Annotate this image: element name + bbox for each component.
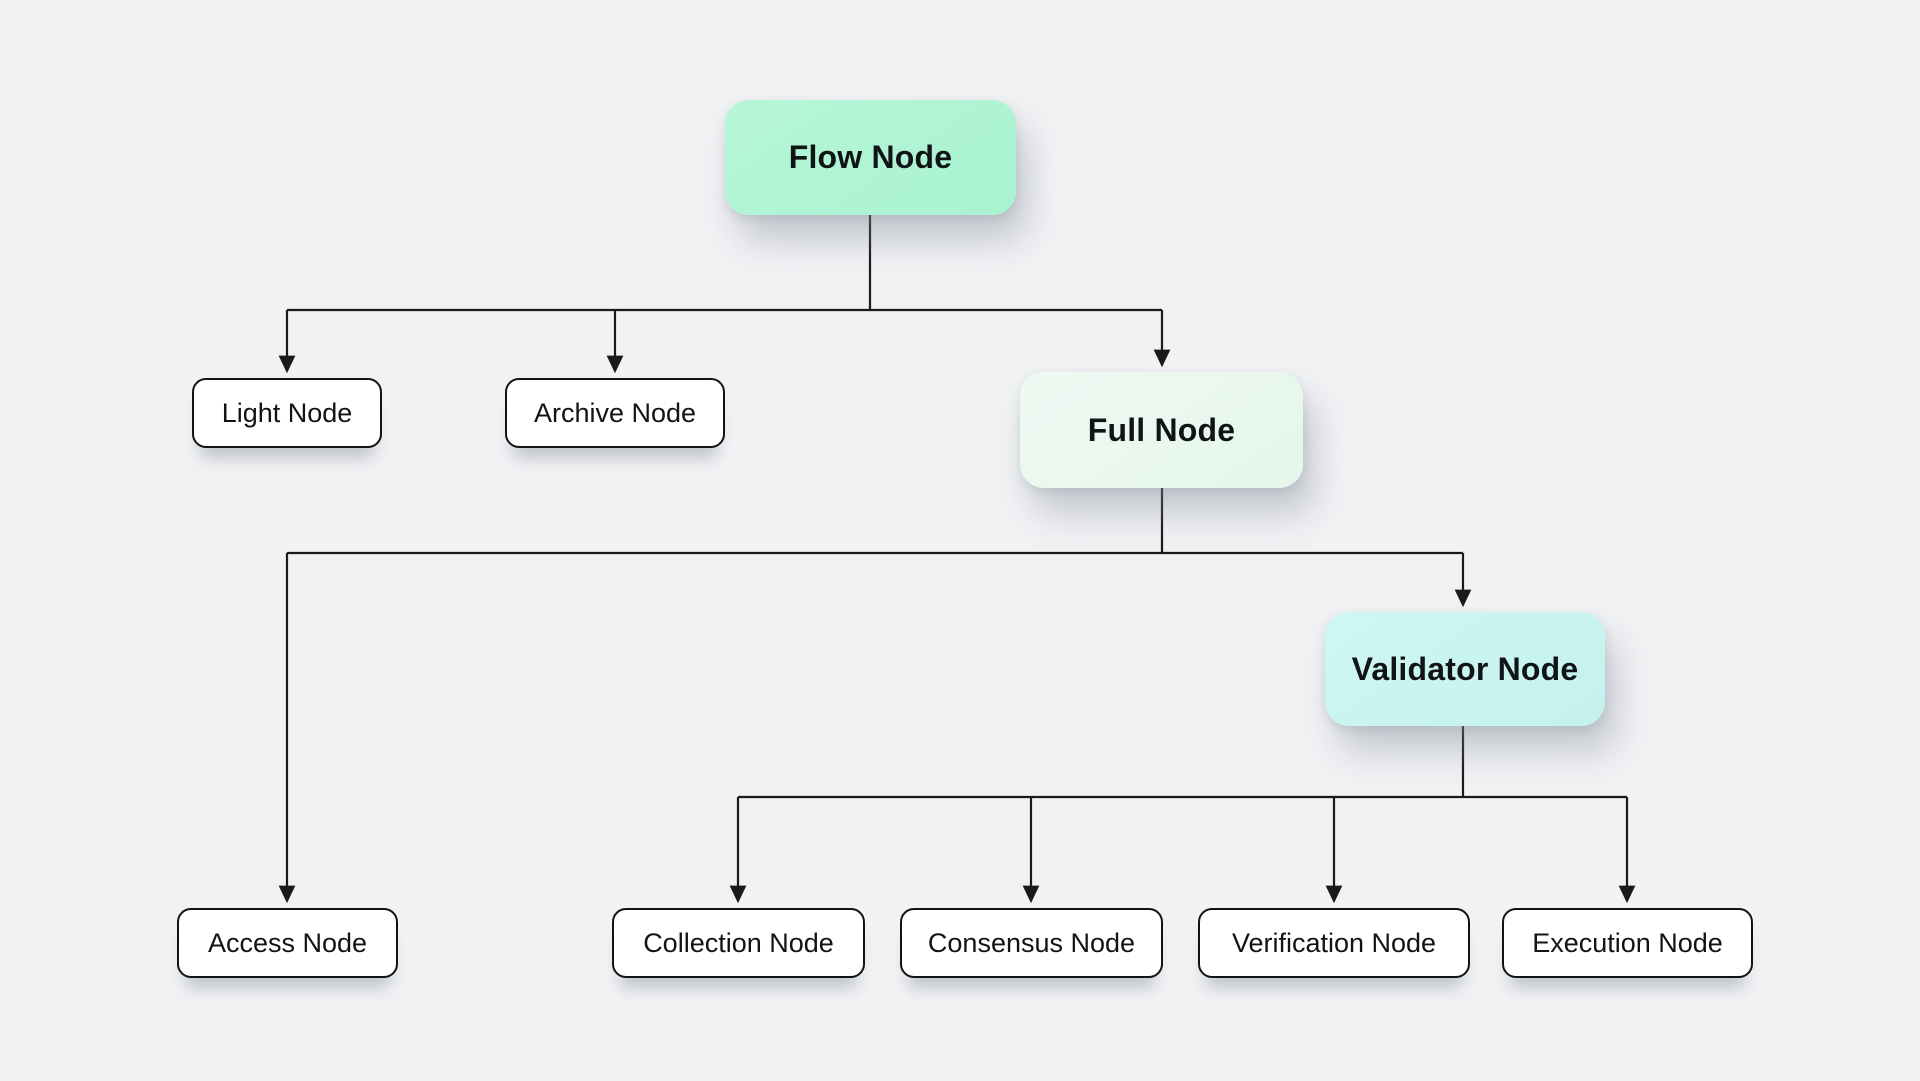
node-consensus[interactable]: Consensus Node [900, 908, 1163, 978]
node-verification[interactable]: Verification Node [1198, 908, 1470, 978]
node-execution[interactable]: Execution Node [1502, 908, 1753, 978]
node-light[interactable]: Light Node [192, 378, 382, 448]
node-flow[interactable]: Flow Node [725, 100, 1016, 215]
node-collection[interactable]: Collection Node [612, 908, 865, 978]
node-archive[interactable]: Archive Node [505, 378, 725, 448]
node-validator[interactable]: Validator Node [1325, 612, 1605, 726]
node-access[interactable]: Access Node [177, 908, 398, 978]
node-full[interactable]: Full Node [1020, 372, 1303, 488]
